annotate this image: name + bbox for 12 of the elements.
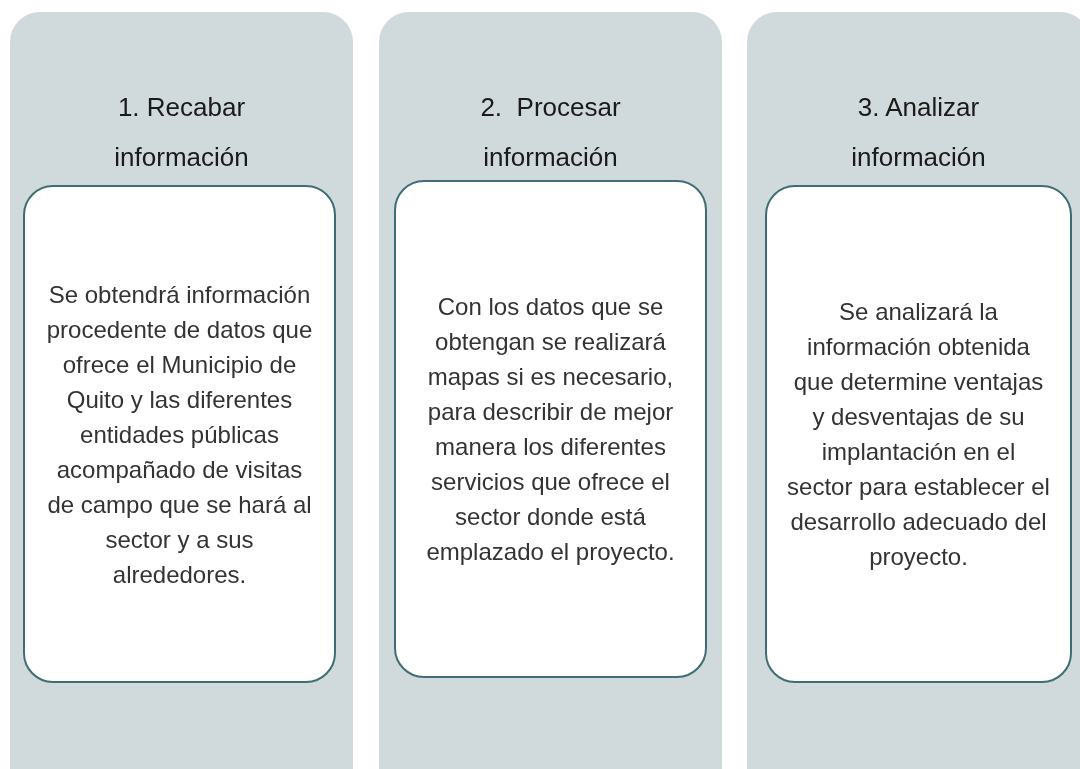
column-heading: 3. Analizar información [850,91,987,174]
column-panel [379,12,722,769]
description-text: Se analizará la información obtenida que determine ventajas y desventajas de su implantación en el sector para establecer el desarrollo adecuado del proyecto. [787,297,1050,572]
column-panel [10,12,353,769]
text-card [765,185,1072,683]
column-panel [747,12,1080,769]
description-text: Con los datos que se obtengan se realizará mapas si es necesario, para describir de mejor manera los diferentes servicios que ofrece el sector donde está emplazado el proyecto. [425,292,676,567]
text-card [394,180,707,678]
column-heading: 2. Procesar información [479,91,622,174]
text-card [23,185,336,683]
column-heading: 1. Recabar información [113,91,250,174]
description-text: Se obtendrá información procedente de datos que ofrece el Municipio de Quito y las diferentes entidades públicas acompañado de visitas de campo que se hará al sector y a sus alrededores. [45,279,314,590]
